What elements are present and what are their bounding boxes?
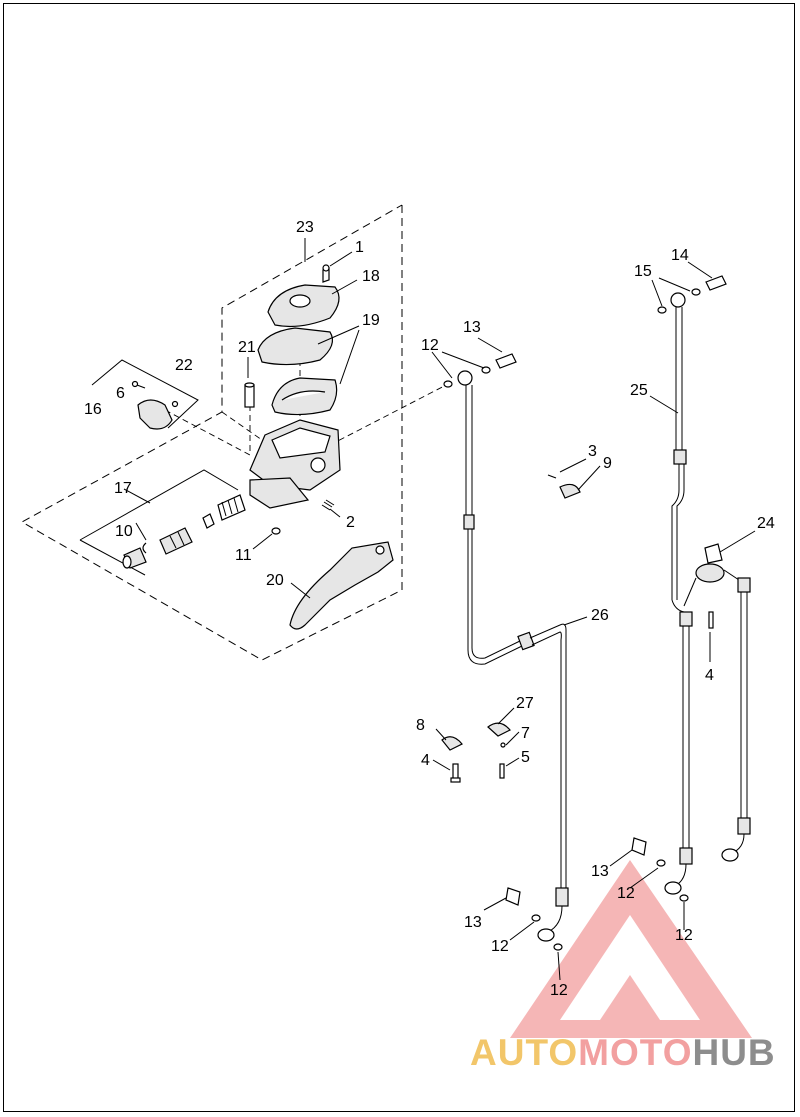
screw-part-4a	[450, 763, 461, 783]
callout-7: 7	[521, 725, 530, 742]
callout-9: 9	[603, 455, 612, 472]
axis-line-b	[164, 409, 251, 456]
callout-26: 26	[591, 607, 609, 624]
callout-13b: 13	[591, 863, 609, 880]
brand-auto: AUTO	[470, 1032, 579, 1073]
callout-19: 19	[362, 312, 380, 329]
callout-labels: 23 1 18 19 21 22 6 16 17 10 11 20 2 12 1…	[84, 219, 775, 999]
callout-18: 18	[362, 268, 380, 285]
lever-part-20	[289, 541, 394, 630]
brand-hub: HUB	[692, 1032, 776, 1073]
watermark-logo-icon	[510, 860, 752, 1038]
leader-lines	[123, 238, 756, 981]
callout-22: 22	[175, 357, 193, 374]
screw-part-2	[321, 499, 335, 511]
assembly-23-outline	[20, 204, 403, 661]
callout-20: 20	[266, 572, 284, 589]
callout-3: 3	[588, 443, 597, 460]
callout-13a: 13	[463, 319, 481, 336]
manifold-part-24	[683, 543, 751, 862]
callout-10: 10	[115, 523, 133, 540]
clip-part-27	[487, 722, 511, 748]
gasket-part-19a	[257, 327, 333, 366]
callout-21: 21	[238, 339, 256, 356]
screw-part-5	[499, 763, 505, 779]
watermark-brand-text: AUTOMOTOHUB	[470, 1032, 776, 1074]
brake-hose-26	[443, 353, 569, 951]
brake-hose-25	[631, 275, 727, 902]
callout-2: 2	[346, 514, 355, 531]
callout-23: 23	[296, 219, 314, 236]
brand-moto: MOTO	[578, 1032, 693, 1073]
kit-17-outline	[79, 469, 239, 541]
callout-4a: 4	[421, 752, 430, 769]
kit-22-outline	[91, 359, 199, 429]
clip-part-9	[547, 474, 581, 499]
callout-24: 24	[757, 515, 775, 532]
callout-12e: 12	[550, 982, 568, 999]
clamp-part-16	[137, 399, 173, 430]
callout-12a: 12	[421, 337, 439, 354]
callout-12b: 12	[617, 885, 635, 902]
cover-part-18	[267, 284, 340, 328]
callout-11: 11	[235, 547, 252, 564]
o-ring-part-11	[271, 527, 281, 535]
callout-12c: 12	[675, 927, 693, 944]
callout-25: 25	[630, 382, 648, 399]
spring-part	[217, 494, 246, 521]
axis-line-c	[329, 381, 453, 446]
pin-part-21	[244, 382, 255, 408]
kit-17-outline-b	[79, 539, 146, 576]
callout-4b: 4	[705, 667, 714, 684]
callout-12d: 12	[491, 938, 509, 955]
callout-8: 8	[416, 717, 425, 734]
page-border	[3, 3, 795, 1112]
callout-15: 15	[634, 263, 652, 280]
diaphragm-part-19b	[271, 377, 338, 416]
callout-5: 5	[521, 749, 530, 766]
seal-part	[202, 513, 215, 529]
callout-16: 16	[84, 401, 102, 418]
callout-13c: 13	[464, 914, 482, 931]
callout-14: 14	[671, 247, 689, 264]
callout-27: 27	[516, 695, 534, 712]
callout-17: 17	[114, 480, 132, 497]
boot-part	[122, 547, 147, 569]
master-cylinder-body	[249, 419, 341, 509]
screw-part-6	[131, 380, 179, 408]
ring-part-10	[142, 542, 147, 554]
piston-part	[159, 527, 193, 555]
callout-1: 1	[355, 239, 364, 256]
callout-6: 6	[116, 385, 125, 402]
screw-part-1	[322, 264, 330, 283]
